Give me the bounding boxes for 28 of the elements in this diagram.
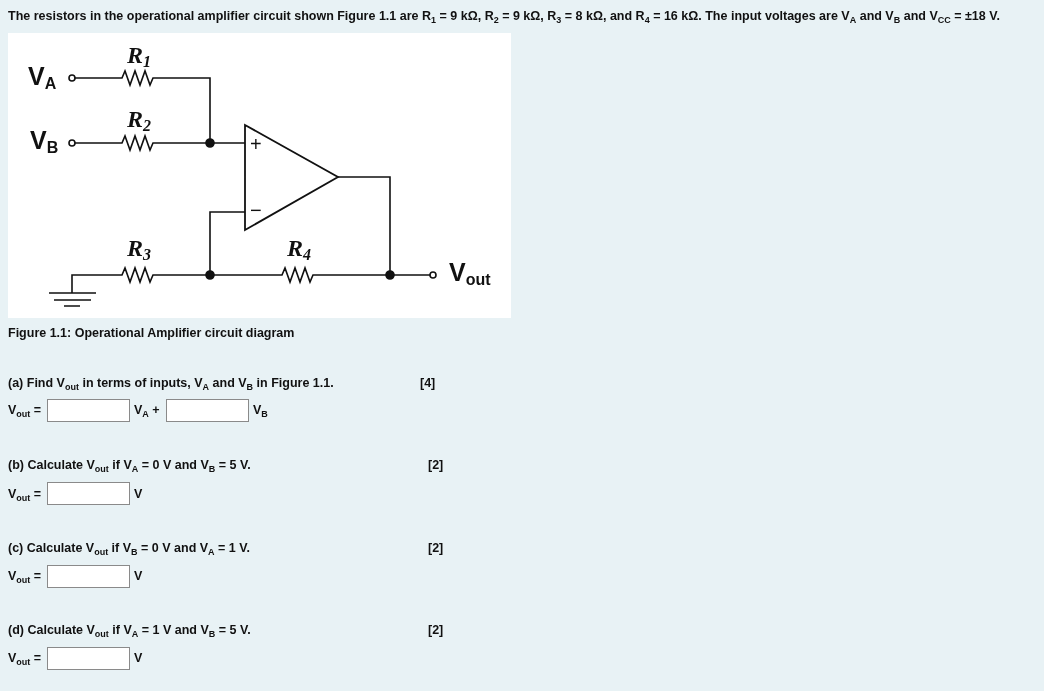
component-label: R$_{2}$ [127, 106, 151, 132]
unit-label: V [134, 569, 143, 584]
marks-label: [2] [428, 623, 444, 638]
question-text: (b) Calculate V$_{out}$ if V$_{A}$ = 0 V and V$_{B}$ = 5 V. [8, 458, 251, 473]
question-text: (d) Calculate V$_{out}$ if V$_{A}$ = 1 V and V$_{B}$ = 5 V. [8, 623, 251, 638]
component-label: R$_{1}$ [127, 42, 151, 68]
question-text: (c) Calculate V$_{out}$ if V$_{B}$ = 0 V and V$_{A}$ = 1 V. [8, 541, 250, 556]
component-label: R$_{3}$ [127, 235, 151, 261]
terminal-label: V$_{B}$ [30, 126, 59, 154]
figure-caption: Figure 1.1: Operational Amplifier circuit diagram [8, 326, 295, 341]
question-text: The resistors in the operational amplifier circuit shown Figure 1.1 are R$_{1}$ = 9 kΩ, R$_{2}$ = 9 kΩ, R$_{3}$ = 8 kΩ, and R$_{4}$ = 16 kΩ. The input voltages are V$_{A}$ and V$_{B}$ and V$_{CC}$ = ±18 V. [8, 9, 1000, 24]
equation-label: V$_{out}$ = [8, 403, 42, 418]
unit-label: V$_{B}$ [253, 403, 268, 418]
marks-label: [2] [428, 458, 444, 473]
equation-label: V$_{out}$ = [8, 569, 42, 584]
terminal-label: V$_{out}$ [449, 258, 491, 286]
unit-label: V [134, 487, 143, 502]
terminal-label: V$_{A}$ [28, 62, 57, 90]
component-label: R$_{4}$ [287, 235, 311, 261]
input-sign: − [250, 200, 262, 220]
equation-label: V$_{out}$ = [8, 487, 42, 502]
marks-label: [4] [420, 376, 436, 391]
equation-label: V$_{out}$ = [8, 651, 42, 666]
equation-label: V$_{A}$ + [134, 403, 160, 418]
unit-label: V [134, 651, 143, 666]
input-sign: + [250, 134, 262, 154]
marks-label: [2] [428, 541, 444, 556]
question-text: (a) Find V$_{out}$ in terms of inputs, V$_{A}$ and V$_{B}$ in Figure 1.1. [8, 376, 334, 391]
